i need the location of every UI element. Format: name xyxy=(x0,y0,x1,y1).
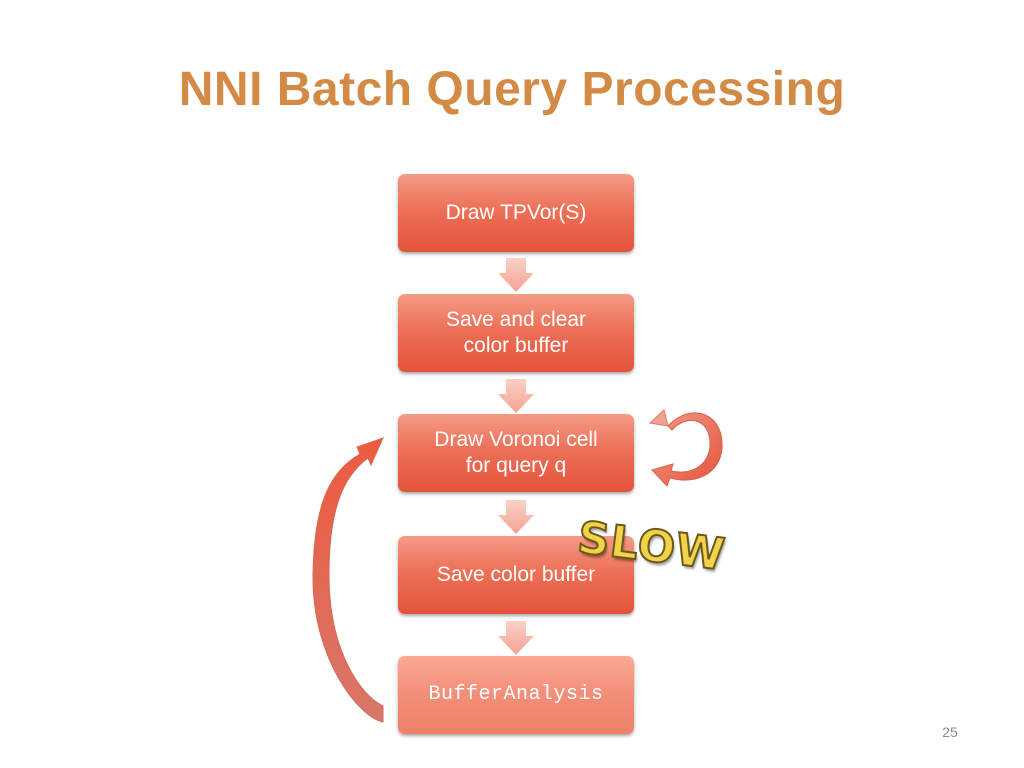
page-number: 25 xyxy=(942,724,958,740)
step-label: Save color buffer xyxy=(436,563,596,586)
down-arrow-icon xyxy=(498,621,534,655)
step-draw-voronoi-cell: Draw Voronoi cell for query q xyxy=(398,414,634,492)
step-label: Draw Voronoi cell for query q xyxy=(434,428,598,477)
loop-back-arrow-icon xyxy=(312,437,384,723)
slide-title: NNI Batch Query Processing xyxy=(178,63,846,116)
step-label: BufferAnalysis xyxy=(428,683,604,706)
step-draw-tpvor: Draw TPVor(S) xyxy=(398,174,634,252)
down-arrow-icon xyxy=(498,379,534,413)
down-arrow-icon xyxy=(498,500,534,534)
step-buffer-analysis: BufferAnalysis xyxy=(398,656,634,734)
step-label: Draw TPVor(S) xyxy=(445,201,587,224)
step-save-color-buffer: Save color buffer xyxy=(398,536,634,614)
repeat-cycle-icon xyxy=(648,409,723,487)
down-arrow-icon xyxy=(498,258,534,292)
step-label: Save and clear color buffer xyxy=(445,308,587,357)
step-save-clear-buffer: Save and clear color buffer xyxy=(398,294,634,372)
